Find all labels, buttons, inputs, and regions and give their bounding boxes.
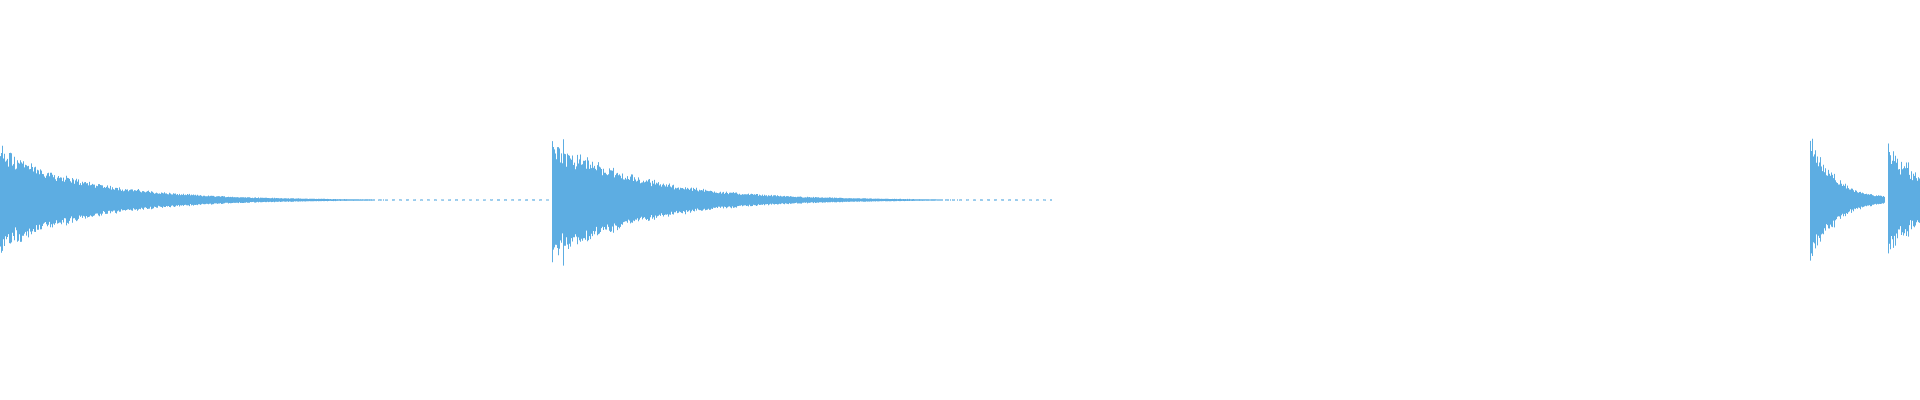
hit-1-path <box>0 145 549 253</box>
hit-4 <box>1888 143 1920 254</box>
hit-3-path <box>1810 138 1885 261</box>
hit-4-path <box>1888 143 1920 254</box>
hit-1 <box>0 145 549 253</box>
hit-3 <box>1810 138 1885 261</box>
hit-2 <box>552 139 1052 266</box>
waveform-bars <box>0 138 1920 266</box>
hit-2-path <box>552 139 1052 266</box>
